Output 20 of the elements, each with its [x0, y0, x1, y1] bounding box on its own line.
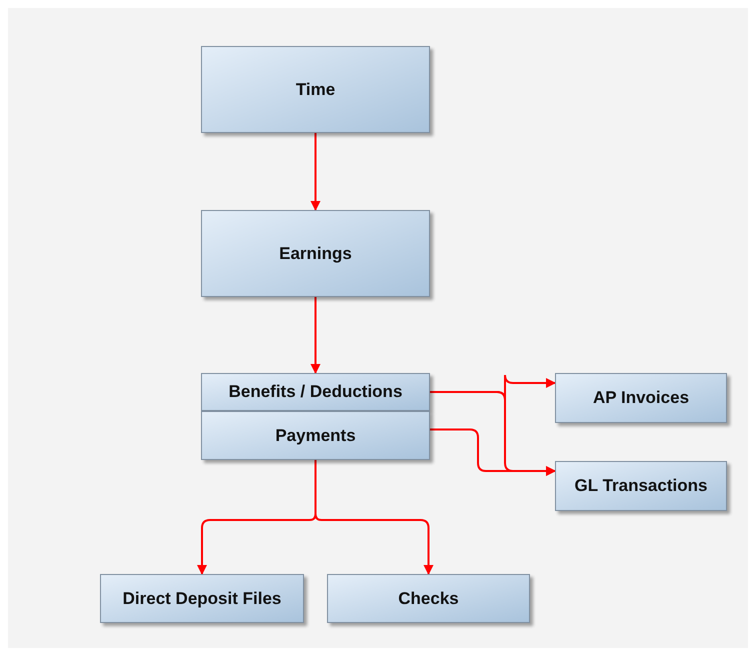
- box-label: GL Transactions: [574, 475, 708, 498]
- process-box: [327, 574, 530, 623]
- arrow: [310, 133, 320, 211]
- process-box: [201, 411, 430, 460]
- box-label: Earnings: [279, 242, 352, 265]
- arrow: [430, 428, 556, 476]
- process-box: [201, 46, 430, 133]
- process-box: [555, 373, 727, 423]
- box-label: Payments: [275, 424, 356, 447]
- box-label: Checks: [398, 588, 459, 610]
- process-box: [100, 574, 304, 623]
- arrow: [310, 297, 320, 374]
- box-label: Time: [296, 78, 336, 101]
- box-label: Benefits / Deductions: [228, 381, 402, 404]
- process-box: [201, 210, 430, 297]
- arrow: [314, 460, 434, 575]
- process-box: [555, 461, 727, 511]
- process-box: [201, 373, 430, 411]
- box-label: Direct Deposit Files: [122, 588, 282, 610]
- box-label: AP Invoices: [592, 387, 690, 410]
